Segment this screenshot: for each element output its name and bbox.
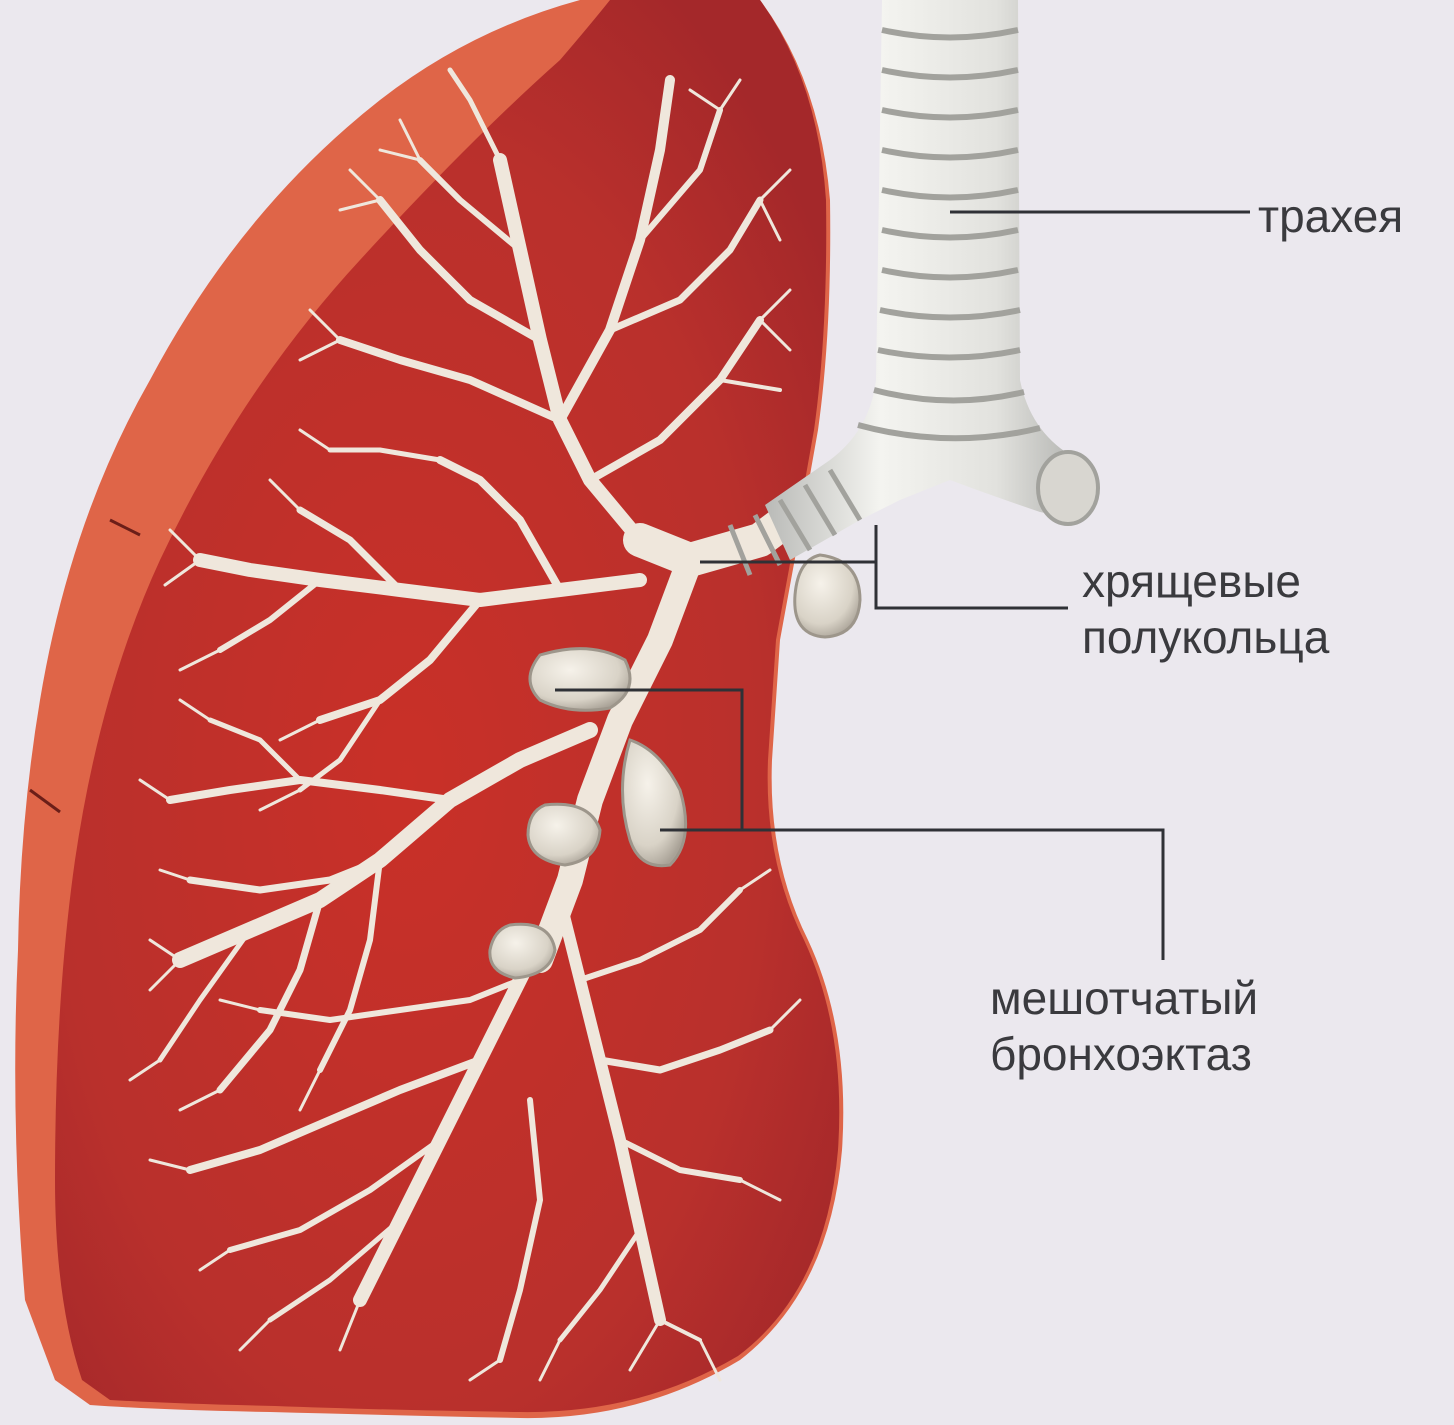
label-cartilage-rings: хрящевые полукольца <box>1082 553 1329 665</box>
sac <box>528 804 600 865</box>
right-bronchus-stub <box>1038 452 1098 524</box>
sac <box>530 649 630 711</box>
lung-cut-surface <box>55 0 839 1412</box>
label-trachea: трахея <box>1258 188 1403 244</box>
label-bronchiectasis: мешотчатый бронхоэктаз <box>990 970 1258 1082</box>
lung <box>15 0 843 1418</box>
label-bronchiectasis-line2: бронхоэктаз <box>990 1026 1258 1082</box>
sac <box>795 555 860 637</box>
label-bronchiectasis-line1: мешотчатый <box>990 970 1258 1026</box>
label-cartilage-line1: хрящевые <box>1082 553 1329 609</box>
label-trachea-text: трахея <box>1258 190 1403 242</box>
label-cartilage-line2: полукольца <box>1082 609 1329 665</box>
